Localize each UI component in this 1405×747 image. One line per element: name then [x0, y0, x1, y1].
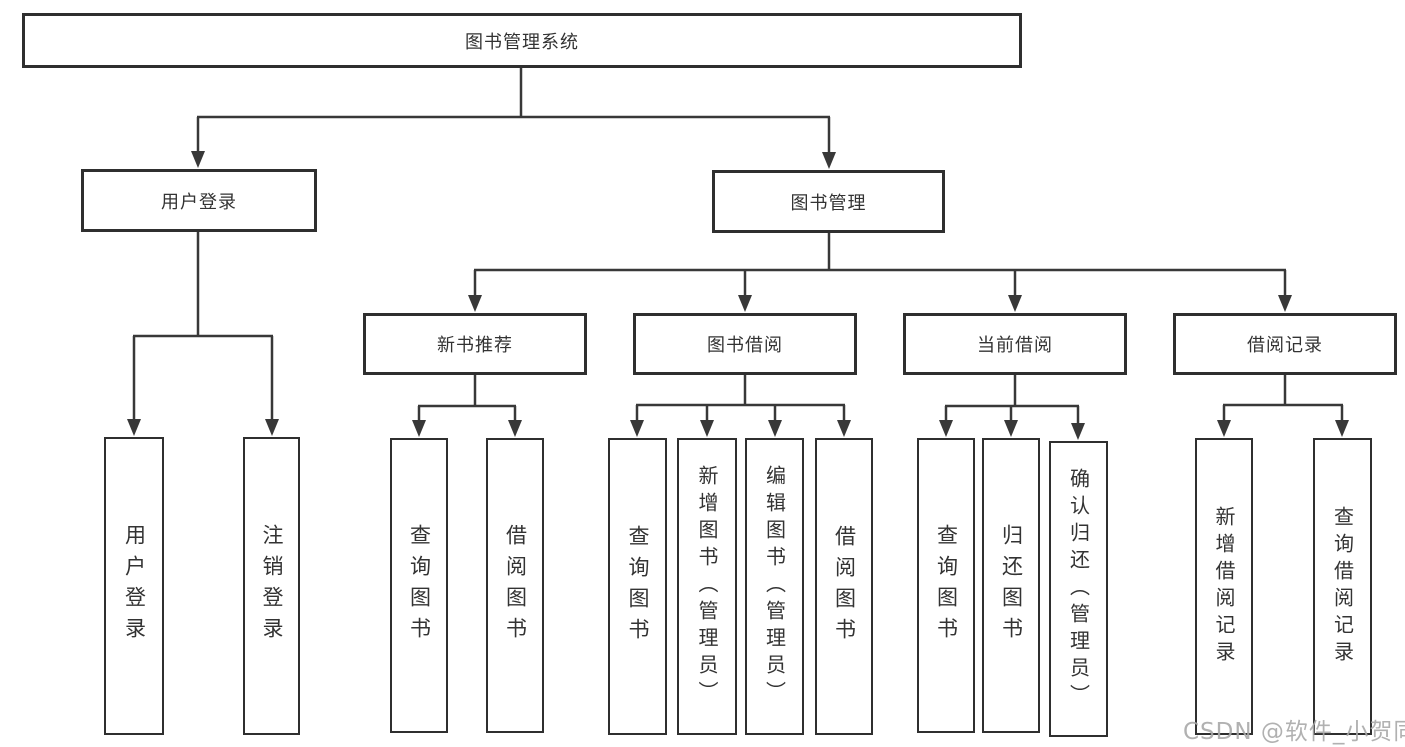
- node-borrowing-records: 借阅记录: [1173, 313, 1397, 375]
- leaf-label: 确认归还（管理员）: [1066, 467, 1091, 711]
- leaf-label: 借阅图书: [832, 524, 857, 649]
- csdn-watermark: CSDN @软件_小贺同学: [1183, 719, 1405, 745]
- leaf-query-books: 查询图书: [608, 438, 667, 735]
- leaf-label: 新增图书（管理员）: [695, 465, 719, 708]
- leaf-label: 注销登录: [260, 524, 284, 648]
- node-user-login: 用户登录: [81, 169, 317, 232]
- leaf-user-login: 用户登录: [104, 437, 164, 735]
- leaf-label: 查询借阅记录: [1330, 505, 1355, 668]
- leaf-label: 编辑图书（管理员）: [762, 465, 787, 708]
- leaf-label: 新增借阅记录: [1212, 505, 1236, 668]
- leaf-label: 借阅图书: [503, 523, 528, 648]
- leaf-add-borrow-record: 新增借阅记录: [1195, 438, 1253, 735]
- node-new-book-recommend: 新书推荐: [363, 313, 587, 375]
- leaf-add-books-admin: 新增图书（管理员）: [677, 438, 737, 735]
- leaf-confirm-return-admin: 确认归还（管理员）: [1049, 441, 1108, 737]
- leaf-label: 归还图书: [999, 523, 1024, 648]
- leaf-logout: 注销登录: [243, 437, 300, 735]
- leaf-label: 查询图书: [626, 524, 650, 649]
- leaf-label: 查询图书: [407, 523, 432, 648]
- node-current-borrowing: 当前借阅: [903, 313, 1127, 375]
- node-book-borrowing: 图书借阅: [633, 313, 857, 375]
- leaf-borrow-books: 借阅图书: [815, 438, 873, 735]
- leaf-query-books: 查询图书: [917, 438, 975, 733]
- leaf-query-books: 查询图书: [390, 438, 448, 733]
- leaf-borrow-books: 借阅图书: [486, 438, 544, 733]
- leaf-return-books: 归还图书: [982, 438, 1040, 733]
- leaf-label: 查询图书: [934, 523, 959, 648]
- node-library-management-system: 图书管理系统: [22, 13, 1022, 68]
- leaf-query-borrow-record: 查询借阅记录: [1313, 438, 1372, 735]
- leaf-edit-books-admin: 编辑图书（管理员）: [745, 438, 804, 735]
- node-book-management: 图书管理: [712, 170, 945, 233]
- arrowheads: [127, 151, 1349, 440]
- leaf-label: 用户登录: [122, 524, 147, 648]
